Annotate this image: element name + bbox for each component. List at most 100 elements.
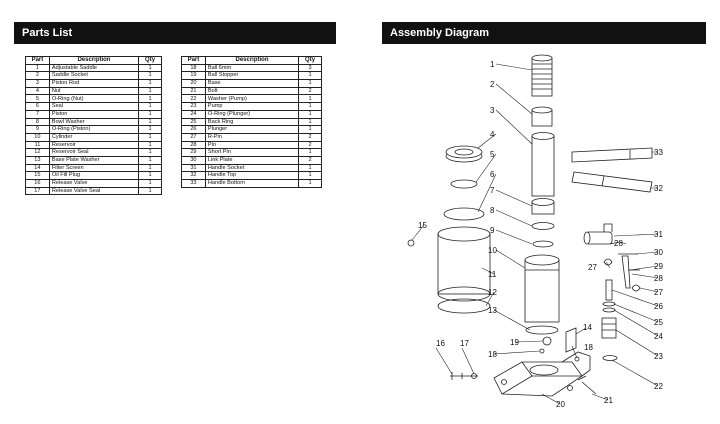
cell-qty: 1	[138, 63, 162, 73]
cell-part: 9	[25, 125, 50, 134]
cell-description: Saddle Socket	[48, 71, 140, 81]
cell-part: 3	[25, 79, 50, 88]
callout-label: 21	[604, 396, 613, 405]
part-base	[493, 351, 591, 397]
cell-description: Piston Rod	[48, 79, 140, 88]
part-r-pin	[631, 284, 641, 292]
part-filter-screen	[565, 327, 577, 353]
cell-qty: 1	[298, 171, 322, 180]
cell-qty: 1	[138, 109, 162, 119]
cell-description: Short Pin	[204, 148, 300, 157]
cell-description: Washer (Pump)	[204, 94, 300, 104]
part-handle-top	[571, 171, 653, 193]
cell-qty: 1	[138, 132, 162, 142]
callout-label: 30	[654, 248, 663, 257]
cell-description: Pin	[204, 140, 300, 150]
cell-description: O-Ring (Piston)	[48, 125, 140, 134]
cell-qty: 1	[138, 155, 162, 165]
cell-description: Link Plate	[204, 155, 300, 165]
cell-part: 29	[181, 148, 206, 157]
part-cylinder	[524, 254, 560, 323]
cell-qty: 1	[138, 117, 162, 127]
part-handle-bottom	[571, 147, 653, 163]
cell-qty: 1	[138, 79, 162, 88]
cell-qty: 1	[138, 71, 162, 81]
part-washer-pump	[602, 355, 618, 361]
cell-qty: 1	[298, 163, 322, 173]
cell-description: Back Ring	[204, 117, 300, 127]
part-ball-stopper	[542, 336, 552, 346]
cell-part: 12	[25, 148, 50, 157]
cell-part: 5	[25, 94, 50, 104]
callout-label: 25	[654, 318, 663, 327]
callout-label: 20	[556, 400, 565, 409]
part-piston-rod	[531, 132, 555, 197]
cell-description: Filter Screen	[48, 163, 140, 173]
callout-label: 9	[490, 226, 495, 235]
cell-description: Reservoir Seal	[48, 148, 140, 157]
cell-qty: 1	[138, 86, 162, 96]
part-seal	[443, 207, 485, 221]
column-header-description: Description	[204, 56, 300, 65]
callout-label: 27	[654, 288, 663, 297]
cell-part: 8	[25, 117, 50, 127]
callout-label: 18	[488, 350, 497, 359]
cell-qty: 3	[298, 63, 322, 73]
part-oil-fill-plug	[407, 239, 415, 247]
callout-label: 11	[488, 270, 497, 279]
cell-part: 6	[25, 102, 50, 111]
cell-qty: 1	[138, 186, 162, 196]
cell-qty: 1	[298, 71, 322, 81]
cell-qty: 1	[298, 109, 322, 119]
cell-description: Bolt	[204, 86, 300, 96]
cell-description: Handle Socket	[204, 163, 300, 173]
column-header-qty: Qty	[138, 56, 162, 65]
cell-part: 10	[25, 132, 50, 142]
cell-qty: 1	[298, 125, 322, 134]
column-header-part: Part	[181, 56, 206, 65]
cell-part: 24	[181, 109, 206, 119]
callout-label: 28	[654, 274, 663, 283]
callout-label: 1	[490, 60, 495, 69]
part-pin	[609, 241, 621, 245]
cell-qty: 1	[138, 102, 162, 111]
cell-part: 2	[25, 71, 50, 81]
cell-description: Seal	[48, 102, 140, 111]
callout-label: 14	[583, 323, 592, 332]
cell-part: 17	[25, 186, 50, 196]
cell-description: Bowl Washer	[48, 117, 140, 127]
cell-qty: 2	[298, 86, 322, 96]
part-o-ring-nut	[450, 179, 478, 189]
part-ball	[574, 356, 580, 362]
part-nut	[445, 145, 483, 163]
cell-part: 30	[181, 155, 206, 165]
cell-description: Base	[204, 79, 300, 88]
cell-description: Reservoir	[48, 140, 140, 150]
callout-label: 26	[654, 302, 663, 311]
callout-label: 2	[490, 80, 495, 89]
callout-label: 4	[490, 130, 495, 139]
cell-description: Cylinder	[48, 132, 140, 142]
part-bowl-washer	[531, 222, 555, 230]
callout-label: 15	[418, 221, 427, 230]
